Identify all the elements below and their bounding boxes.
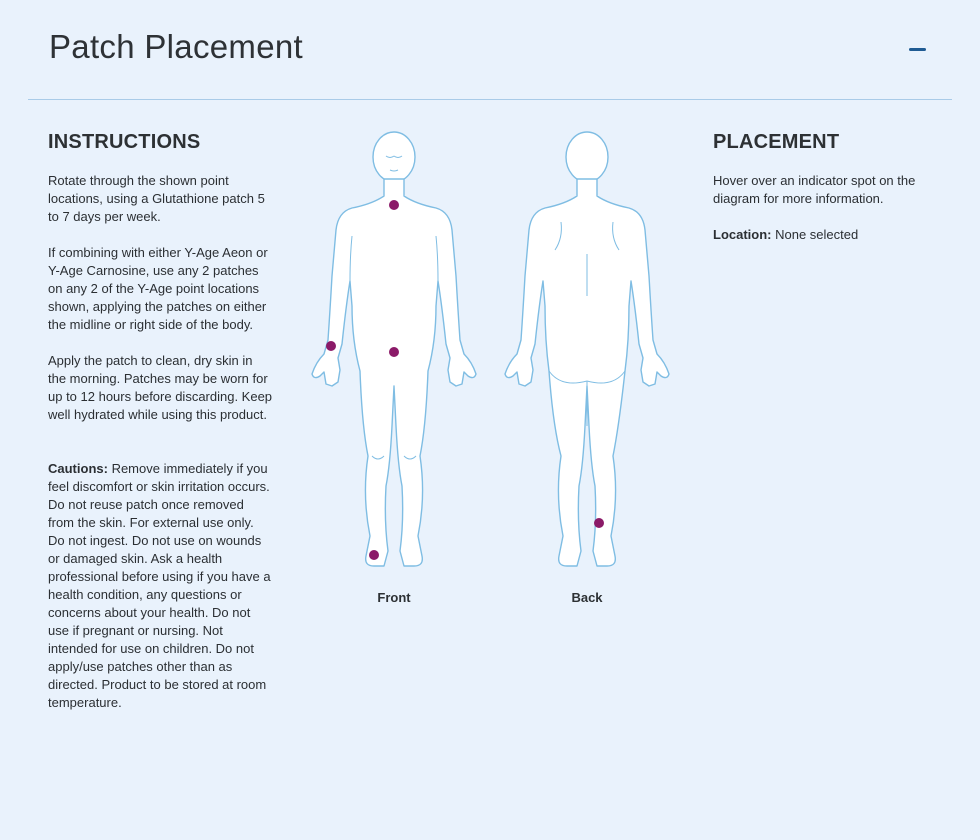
- placement-hint: Hover over an indicator spot on the diag…: [713, 173, 916, 206]
- instructions-heading: INSTRUCTIONS: [48, 131, 201, 153]
- instructions-paragraph-2: If combining with either Y-Age Aeon or Y…: [48, 245, 268, 332]
- location-label: Location:: [713, 227, 772, 242]
- collapse-button[interactable]: [902, 40, 932, 58]
- patch-dot-front-wrist[interactable]: [326, 341, 336, 351]
- front-label: Front: [377, 590, 411, 605]
- placement-panel: PLACEMENT Hover over an indicator spot o…: [713, 131, 953, 262]
- patch-dot-front-lower-abdomen[interactable]: [389, 347, 399, 357]
- cautions-text: Remove immediately if you feel discomfor…: [48, 461, 271, 710]
- cautions-paragraph: Cautions: Remove immediately if you feel…: [48, 460, 273, 712]
- instructions-panel: INSTRUCTIONS Rotate through the shown po…: [48, 131, 273, 730]
- placement-heading: PLACEMENT: [713, 131, 840, 153]
- patch-dot-front-neck[interactable]: [389, 200, 399, 210]
- back-label: Back: [571, 590, 603, 605]
- front-body-diagram: [302, 126, 486, 576]
- back-body-diagram: [497, 126, 681, 576]
- location-readout: Location: None selected: [713, 226, 953, 244]
- patch-dot-front-foot[interactable]: [369, 550, 379, 560]
- location-value: None selected: [771, 227, 859, 242]
- patch-dot-back-calf[interactable]: [594, 518, 604, 528]
- cautions-label: Cautions:: [48, 461, 108, 476]
- instructions-paragraph-3: Apply the patch to clean, dry skin in th…: [48, 353, 273, 422]
- minus-icon: [908, 47, 926, 51]
- instructions-paragraph-1: Rotate through the shown point locations…: [48, 173, 265, 224]
- header-divider: [28, 99, 952, 100]
- page-title: Patch Placement: [49, 28, 303, 65]
